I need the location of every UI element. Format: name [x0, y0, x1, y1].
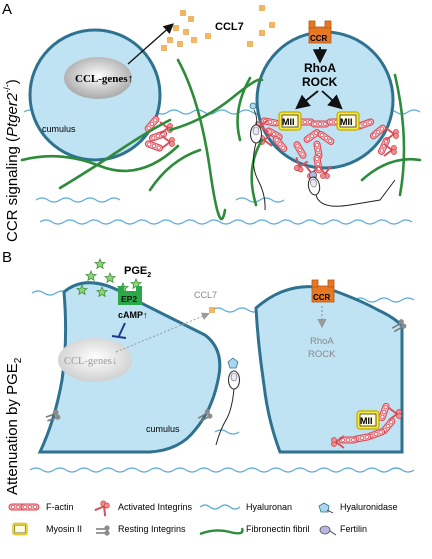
ep2-receptor: EP2 [118, 286, 142, 305]
ccl7-label-b: CCL7 [194, 290, 217, 300]
nucleus-a [64, 57, 132, 99]
cumulus-cell-b-right [254, 285, 404, 454]
rhoa-label-a: RhoA [304, 61, 336, 75]
cumulus-cell-b-left: CCL-genes↓ cumulus [37, 281, 222, 454]
svg-text:MII: MII [360, 416, 373, 426]
legend-fertilin: Fertilin [319, 524, 367, 536]
myosin-mii-a-right: MII [336, 111, 360, 131]
fibronectin-fibrils-a [20, 58, 422, 221]
nucleus-b [58, 338, 132, 382]
ccr-receptor-b: CCR [311, 279, 335, 303]
svg-text:EP2: EP2 [121, 294, 137, 304]
svg-text:CCR: CCR [310, 34, 328, 43]
panel-a-side-title: CCR signaling (Ptger2-/-) [2, 79, 21, 242]
myosin-mii-a-left: MII [278, 111, 302, 131]
panel-a-letter: A [2, 1, 12, 18]
svg-text:F-actin: F-actin [46, 502, 74, 512]
myosin-mii-b: MII [356, 410, 380, 430]
legend-fibronectin: Fibronectin fibril [199, 524, 310, 536]
sperm-b [215, 357, 241, 446]
cumulus-cell-a-right [255, 30, 395, 170]
svg-text:Fibronectin fibril: Fibronectin fibril [246, 524, 310, 534]
rhoa-label-b: RhoA [310, 336, 334, 347]
panel-b-side-title: Attenuation by PGE2 [4, 357, 24, 495]
sperm-a-right [306, 171, 396, 207]
ccl-genes-a: CCL-genes↑ [75, 73, 133, 85]
panel-b: B Attenuation by PGE2 CCL-genes↓ cumulus [2, 249, 415, 495]
rock-label-a: ROCK [302, 75, 338, 89]
legend-f-actin: F-actin [8, 502, 74, 512]
legend: F-actin Activated Integrins Hyaluronan H… [8, 498, 398, 537]
svg-text:MII: MII [340, 117, 353, 127]
camp-label: cAMP↑ [118, 310, 148, 320]
svg-text:CCR: CCR [313, 293, 331, 302]
sperm-a-left [249, 102, 266, 211]
rock-label-b: ROCK [308, 349, 336, 360]
legend-activated-integrins: Activated Integrins [93, 498, 193, 518]
panel-a: A CCR signaling (Ptger2-/-) CCL-genes↑ c… [2, 1, 422, 242]
panel-b-letter: B [2, 249, 12, 266]
ccl7-particle-b [209, 307, 215, 313]
ccl-genes-b: CCL-genes↓ [64, 356, 117, 367]
legend-resting-integrins: Resting Integrins [95, 524, 186, 537]
ccl7-label-a: CCL7 [215, 21, 244, 33]
secretion-arrow-a [127, 23, 174, 65]
svg-text:Myosin II: Myosin II [46, 524, 82, 534]
ccl7-secretion-b [115, 312, 210, 353]
camp-inhibition [111, 322, 127, 339]
cumulus-label-a: cumulus [42, 124, 76, 134]
svg-text:Fertilin: Fertilin [340, 524, 367, 534]
legend-hyaluronidase: Hyaluronidase [318, 502, 398, 514]
rock-to-mii-left-arrow [295, 90, 319, 110]
svg-text:Activated Integrins: Activated Integrins [118, 502, 193, 512]
svg-text:Resting Integrins: Resting Integrins [118, 524, 186, 534]
svg-text:Hyaluronan: Hyaluronan [246, 502, 292, 512]
rock-to-mii-right-arrow [321, 90, 343, 110]
svg-text:MII: MII [282, 117, 295, 127]
cumulus-cell-a-left: CCL-genes↑ cumulus [28, 28, 162, 162]
ccr-receptor-a: CCR [308, 20, 332, 44]
pge2-label: PGE2 [124, 265, 151, 279]
cumulus-label-b: cumulus [146, 424, 180, 434]
legend-hyaluronan: Hyaluronan [199, 502, 292, 512]
svg-text:Hyaluronidase: Hyaluronidase [340, 502, 398, 512]
legend-myosin: Myosin II [12, 522, 82, 536]
